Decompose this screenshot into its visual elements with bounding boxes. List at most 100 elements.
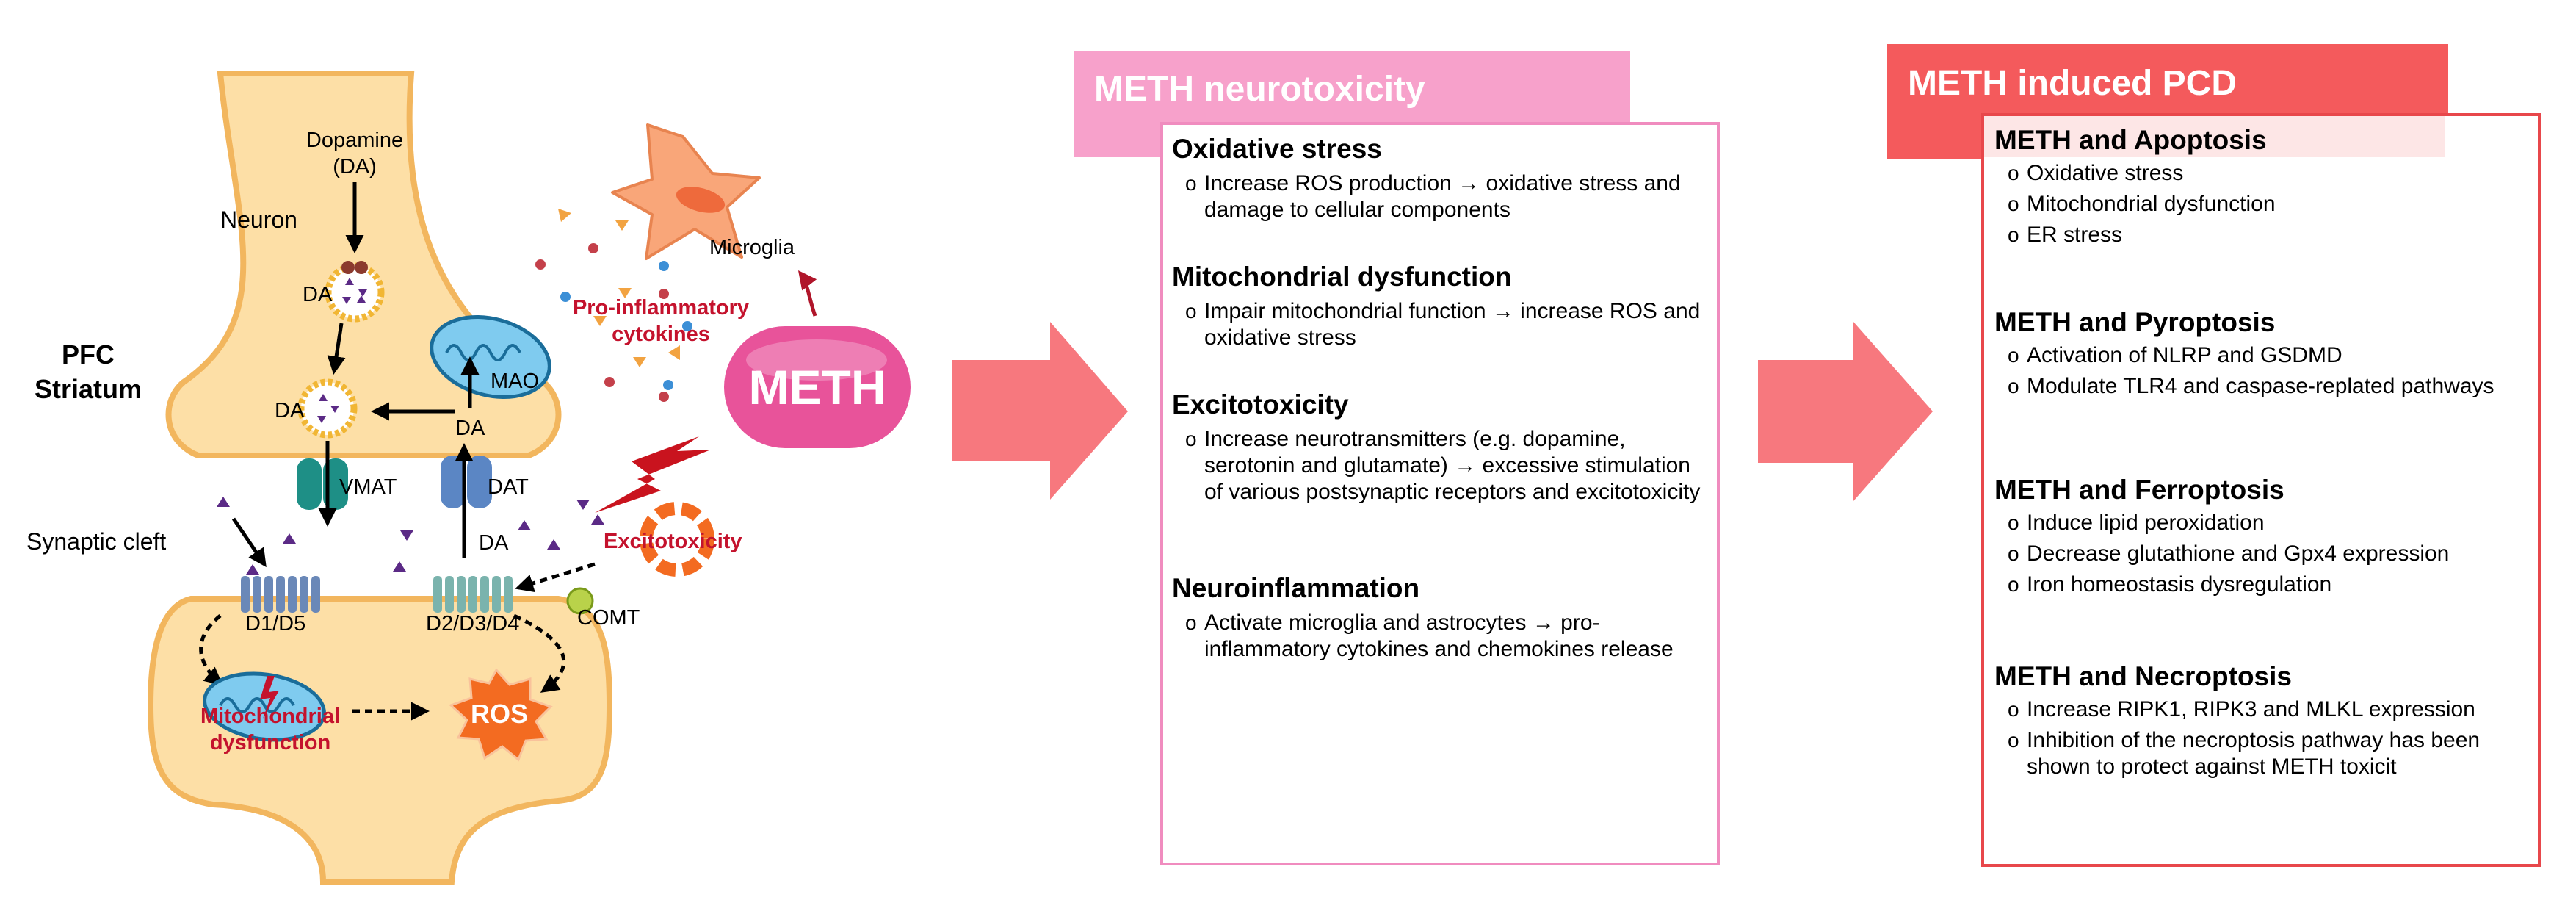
list-item-text: Activation of NLRP and GSDMD [2027,343,2342,367]
da-label-mid: DA [275,399,305,422]
list-item-text: Increase ROS production → oxidative stre… [1204,171,1681,222]
neurotoxicity-section: Oxidative stress o Increase ROS production… [1172,134,1701,223]
neurotoxicity-section: Neuroinflammation o Activate microglia and… [1172,573,1701,663]
dopamine-abbr-label: (DA) [333,155,377,179]
neurotoxicity-section-list: o Impair mitochondrial function → increas… [1172,298,1701,351]
bullet-icon: o [1185,172,1197,195]
da-label-top: DA [303,283,333,306]
cytokine-particles [535,209,692,402]
dopamine-label: Dopamine [306,129,403,152]
bullet-icon: o [2008,511,2019,534]
list-item-text: Inhibition of the necroptosis pathway ha… [2027,728,2481,779]
neurotoxicity-section-list: o Increase ROS production → oxidative str… [1172,170,1701,223]
dat-label: DAT [488,475,529,499]
pcd-section-heading: METH and Ferroptosis [1994,475,2284,505]
neurotoxicity-section: Mitochondrial dysfunction o Impair mitocho… [1172,262,1701,351]
neurotoxicity-section-heading: Mitochondrial dysfunction [1172,262,1512,292]
bullet-icon: o [1185,611,1197,634]
comt-label: COMT [577,606,640,630]
bullet-icon: o [2008,573,2019,596]
pcd-section: METH and Pyroptosis o Activation of NLRP a… [1994,307,2530,400]
neurotoxicity-title: METH neurotoxicity [1094,70,1425,109]
cytokines-label-1: Pro-inflammatory [573,296,749,320]
list-item: o Mitochondrial dysfunction [1994,191,2530,217]
list-item: o Activation of NLRP and GSDMD [1994,342,2530,369]
synaptic-cleft-label: Synaptic cleft [26,528,166,555]
ros-label: ROS [471,699,528,729]
list-item: o Activate microglia and astrocytes → pro… [1172,610,1701,663]
list-item-text: Activate microglia and astrocytes → pro-… [1204,611,1674,661]
pcd-section-heading: METH and Pyroptosis [1994,307,2276,337]
list-item-text: Induce lipid peroxidation [2027,511,2265,535]
pcd-section-heading: METH and Apoptosis [1994,125,2267,155]
list-item-text: Modulate TLR4 and caspase-replated pathw… [2027,374,2494,398]
list-item: o Induce lipid peroxidation [1994,510,2530,536]
neurotoxicity-panel-cover [1163,125,1627,157]
da-label-reuptake: DA [455,417,485,440]
list-item: o Iron homeostasis dysregulation [1994,572,2530,598]
list-item: o Increase neurotransmitters (e.g. dopami… [1172,426,1701,505]
receptor-d2-d4 [433,576,513,613]
bullet-icon: o [2008,344,2019,367]
bullet-icon: o [2008,375,2019,397]
pcd-title: METH induced PCD [1908,64,2237,103]
region-label-striatum: Striatum [35,374,142,404]
cytokines-label-2: cytokines [612,323,710,346]
vesicle-mid [297,378,358,439]
bullet-icon: o [2008,223,2019,246]
mitochondrion-mao [430,314,551,400]
receptor-d2-label: D2/D3/D4 [426,612,519,635]
microglia-label: Microglia [709,236,795,259]
excitotoxicity-icon [640,502,714,577]
da-label-cleft: DA [479,531,509,555]
bullet-icon: o [2008,162,2019,184]
comt-enzyme [566,587,594,615]
pcd-section: METH and Ferroptosis o Induce lipid peroxi… [1994,475,2530,598]
pcd-section-list: o Increase RIPK1, RIPK3 and MLKL expressi… [1994,696,2530,780]
list-item-text: ER stress [2027,223,2123,247]
excitotoxicity-label: Excitotoxicity [604,530,742,553]
list-item-text: Increase RIPK1, RIPK3 and MLKL expressio… [2027,697,2475,721]
list-item-text: Increase neurotransmitters (e.g. dopamin… [1204,427,1701,504]
vesicle-top [325,261,385,323]
flow-arrow-2 [1758,322,1933,501]
neurotoxicity-section-list: o Activate microglia and astrocytes → pro… [1172,610,1701,663]
bullet-icon: o [1185,428,1197,450]
lightning-icon [595,436,711,513]
list-item-text: Iron homeostasis dysregulation [2027,572,2332,597]
dopamine-molecules [217,497,604,575]
receptor-d1-label: D1/D5 [245,612,305,635]
flow-arrow-1 [952,322,1128,500]
ros-burst [449,668,553,762]
list-item: o Impair mitochondrial function → increas… [1172,298,1701,351]
bullet-icon: o [2008,729,2019,752]
pcd-panel [1981,113,2541,867]
bullet-icon: o [2008,192,2019,215]
list-item: o Increase ROS production → oxidative str… [1172,170,1701,223]
mito-dysfunction-label-2: dysfunction [210,731,330,755]
list-item-text: Mitochondrial dysfunction [2027,192,2276,216]
flow-arrow-2-wrapper [1758,322,1933,501]
vmat-label: VMAT [339,475,397,499]
mito-dysfunction-label-1: Mitochondrial [200,705,340,728]
mao-label: MAO [491,370,539,393]
list-item-text: Impair mitochondrial function → increase… [1204,299,1701,350]
receptor-d1-d5 [241,576,320,613]
neurotoxicity-section-heading: Oxidative stress [1172,134,1382,164]
bullet-icon: o [2008,542,2019,565]
neurotoxicity-section-heading: Neuroinflammation [1172,573,1420,603]
bullet-icon: o [1185,300,1197,323]
region-label-pfc: PFC [62,339,115,370]
neurotoxicity-section-list: o Increase neurotransmitters (e.g. dopami… [1172,426,1701,505]
mitochondrion-post [203,671,326,742]
postsynaptic-neuron [147,596,613,885]
